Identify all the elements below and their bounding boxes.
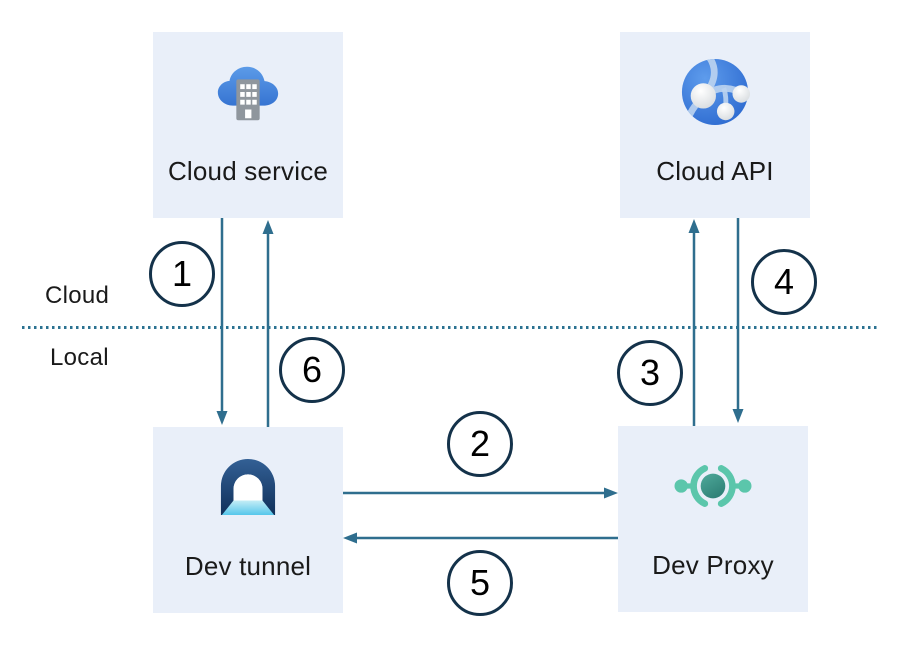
arrow-down-step4 [732,216,744,423]
arrow-right-step2 [343,487,618,499]
node-label-cloud-api: Cloud API [656,156,774,186]
node-cloud-api: Cloud API [620,32,810,218]
node-label-cloud-service: Cloud service [167,156,329,186]
arrow-down-step1 [216,218,228,425]
zone-label-cloud: Cloud [45,282,110,309]
zone-label-local: Local [50,344,109,371]
step-circle-2: 2 [447,411,513,477]
arrow-up-step6 [262,220,274,427]
proxy-icon [674,465,752,507]
globe-network-icon [681,58,750,126]
node-label-dev-proxy: Dev Proxy [652,550,774,580]
cloud-local-divider [22,326,878,329]
step-circle-5: 5 [447,550,513,616]
arrow-up-step3 [688,219,700,426]
step-circle-3: 3 [617,340,683,406]
node-dev-proxy: Dev Proxy [618,426,808,612]
tunnel-icon [220,458,276,516]
step-circle-1: 1 [149,241,215,307]
node-dev-tunnel: Dev tunnel [153,427,343,613]
arrow-left-step5 [343,532,618,544]
node-cloud-service: Cloud service [153,32,343,218]
step-circle-6: 6 [279,337,345,403]
step-circle-4: 4 [751,249,817,315]
node-label-dev-tunnel: Dev tunnel [184,551,312,581]
cloud-building-icon [217,66,279,121]
